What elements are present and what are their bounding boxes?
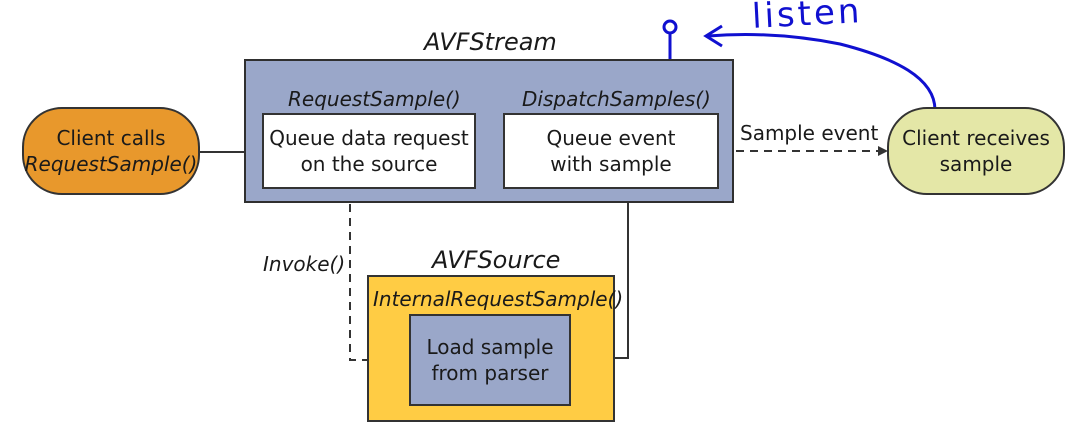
dispatch-samples-label: DispatchSamples() <box>522 87 711 111</box>
client-receives-line1: Client receives <box>902 126 1050 150</box>
load-sample-line2: from parser <box>431 361 549 385</box>
load-sample-line1: Load sample <box>426 335 554 359</box>
client-receives-node: Client receives sample <box>887 107 1065 195</box>
avfstream-title: AVFStream <box>424 28 557 56</box>
sample-event-label: Sample event <box>740 121 879 145</box>
load-sample-box: Load sample from parser <box>409 314 571 406</box>
arrow-invoke <box>349 190 408 365</box>
queue-event-box: Queue event with sample <box>503 113 719 189</box>
client-receives-line2: sample <box>939 152 1013 176</box>
queue-request-line1: Queue data request <box>269 126 469 150</box>
queue-request-line2: on the source <box>300 152 438 176</box>
request-sample-label: RequestSample() <box>288 87 461 111</box>
client-calls-node: Client calls RequestSample() <box>22 107 200 195</box>
queue-event-line2: with sample <box>550 152 672 176</box>
queue-request-box: Queue data request on the source <box>262 113 476 189</box>
queue-event-line1: Queue event <box>546 126 676 150</box>
listen-annotation: listen <box>751 0 864 37</box>
client-calls-line2: RequestSample() <box>24 152 198 176</box>
listen-annotation-ink <box>662 19 937 111</box>
avfsource-title: AVFSource <box>432 246 561 274</box>
invoke-label: Invoke() <box>263 252 346 276</box>
internal-request-label: InternalRequestSample() <box>373 287 624 311</box>
client-calls-line1: Client calls <box>56 126 166 150</box>
